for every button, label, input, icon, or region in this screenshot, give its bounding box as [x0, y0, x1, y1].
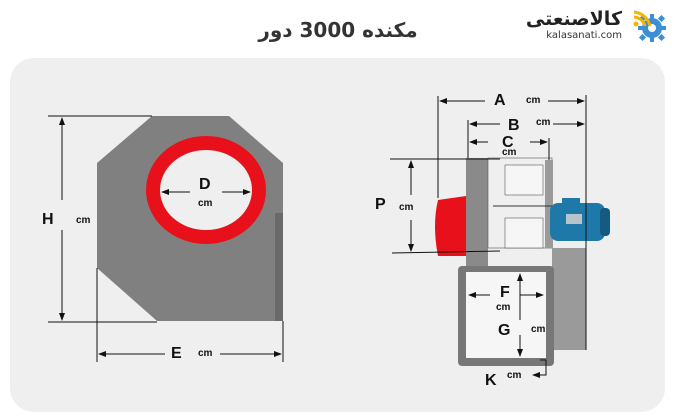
dim-label-k: K — [485, 372, 497, 389]
dim-unit-p: cm — [399, 202, 414, 213]
dim-label-p: P — [375, 196, 386, 213]
brand-logo[interactable]: کالاصنعتی kalasanati.com — [526, 4, 668, 46]
dim-unit-b: cm — [536, 117, 551, 128]
dim-label-g: G — [498, 322, 511, 339]
gear-wifi-icon — [633, 10, 666, 42]
dim-unit-k: cm — [507, 370, 522, 381]
dim-label-h: H — [42, 211, 54, 228]
dim-unit-c: cm — [502, 147, 517, 158]
dim-label-b: B — [508, 117, 520, 134]
logo-text-fa: کالاصنعتی — [525, 8, 622, 30]
outlet-view — [458, 266, 554, 378]
dim-unit-f: cm — [496, 302, 511, 313]
dim-label-f: F — [500, 284, 510, 301]
logo-text-en: kalasanati.com — [546, 30, 622, 41]
dim-label-d: D — [199, 176, 211, 193]
dim-unit-e: cm — [198, 348, 213, 359]
dim-label-e: E — [171, 345, 182, 362]
front-view — [48, 115, 284, 362]
dim-unit-h: cm — [76, 215, 91, 226]
dim-label-c: C — [502, 134, 514, 151]
page-title: مکنده 3000 دور — [258, 18, 418, 42]
dim-unit-d: cm — [198, 198, 213, 209]
dim-label-a: A — [494, 92, 506, 109]
dim-unit-a: cm — [526, 95, 541, 106]
dim-unit-g: cm — [531, 324, 546, 335]
